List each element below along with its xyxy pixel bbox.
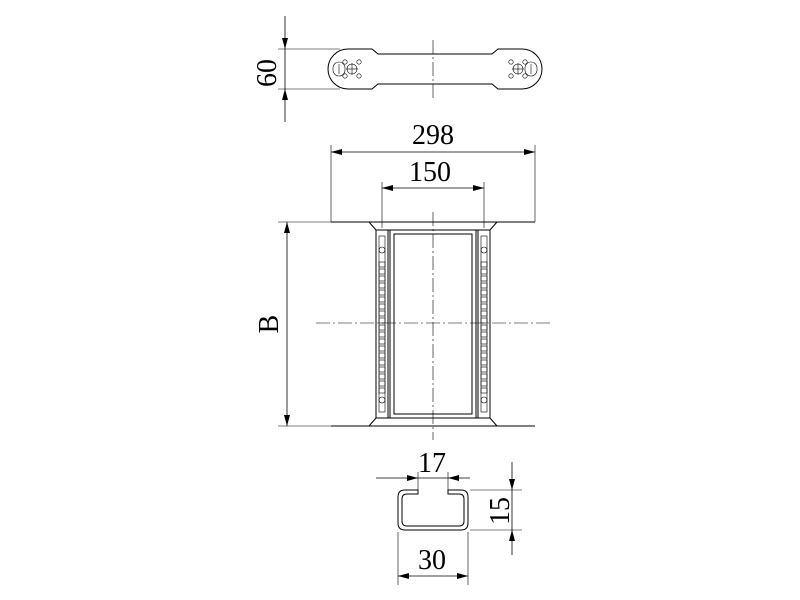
rail-slot — [480, 338, 488, 345]
rail-slot — [378, 289, 386, 296]
rail-slot — [378, 282, 386, 289]
rail-slot — [378, 380, 386, 387]
profile-section: 17 15 30 — [376, 448, 522, 585]
rail-slot — [480, 317, 488, 324]
rail-slot — [480, 282, 488, 289]
dim-height-60: 60 — [252, 59, 283, 87]
rail-slot — [480, 373, 488, 380]
rail-slot — [480, 387, 488, 394]
rail-slot — [480, 380, 488, 387]
dim-width-150: 150 — [409, 157, 451, 188]
left-rail — [375, 229, 389, 419]
rail-slot — [378, 387, 386, 394]
rail-slot — [480, 359, 488, 366]
top-view: 60 — [252, 16, 543, 122]
rail-slot — [480, 275, 488, 282]
right-rail — [477, 229, 491, 419]
rail-slot — [378, 296, 386, 303]
rail-slot — [480, 289, 488, 296]
rail-slot — [378, 310, 386, 317]
rail-slot — [378, 338, 386, 345]
dim-length-B: B — [254, 315, 285, 334]
rail-slot — [378, 324, 386, 331]
dim-profile-width-30: 30 — [418, 545, 446, 576]
rail-slot — [480, 345, 488, 352]
rail-slot — [378, 261, 386, 268]
rail-slot — [378, 359, 386, 366]
rail-slot — [378, 345, 386, 352]
rail-slot — [480, 366, 488, 373]
rail-slot — [480, 352, 488, 359]
left-hole-cluster — [342, 59, 362, 79]
rail-slot — [480, 303, 488, 310]
right-hole-cluster — [508, 59, 528, 79]
rail-slot — [378, 268, 386, 275]
rail-slot — [378, 373, 386, 380]
rail-slot — [378, 366, 386, 373]
dim-profile-top-17: 17 — [418, 448, 446, 479]
rail-slot — [480, 261, 488, 268]
rail-slot — [480, 331, 488, 338]
rail-slot — [378, 331, 386, 338]
rail-slot — [378, 317, 386, 324]
rail-slot — [480, 324, 488, 331]
rail-slot — [378, 303, 386, 310]
rail-slot — [378, 275, 386, 282]
dim-width-298: 298 — [412, 120, 454, 151]
front-view: 298 150 B — [254, 120, 552, 440]
rail-slot — [480, 268, 488, 275]
rail-slot — [378, 352, 386, 359]
dim-profile-height-15: 15 — [485, 497, 516, 525]
rail-slot — [480, 310, 488, 317]
rail-slot — [480, 296, 488, 303]
